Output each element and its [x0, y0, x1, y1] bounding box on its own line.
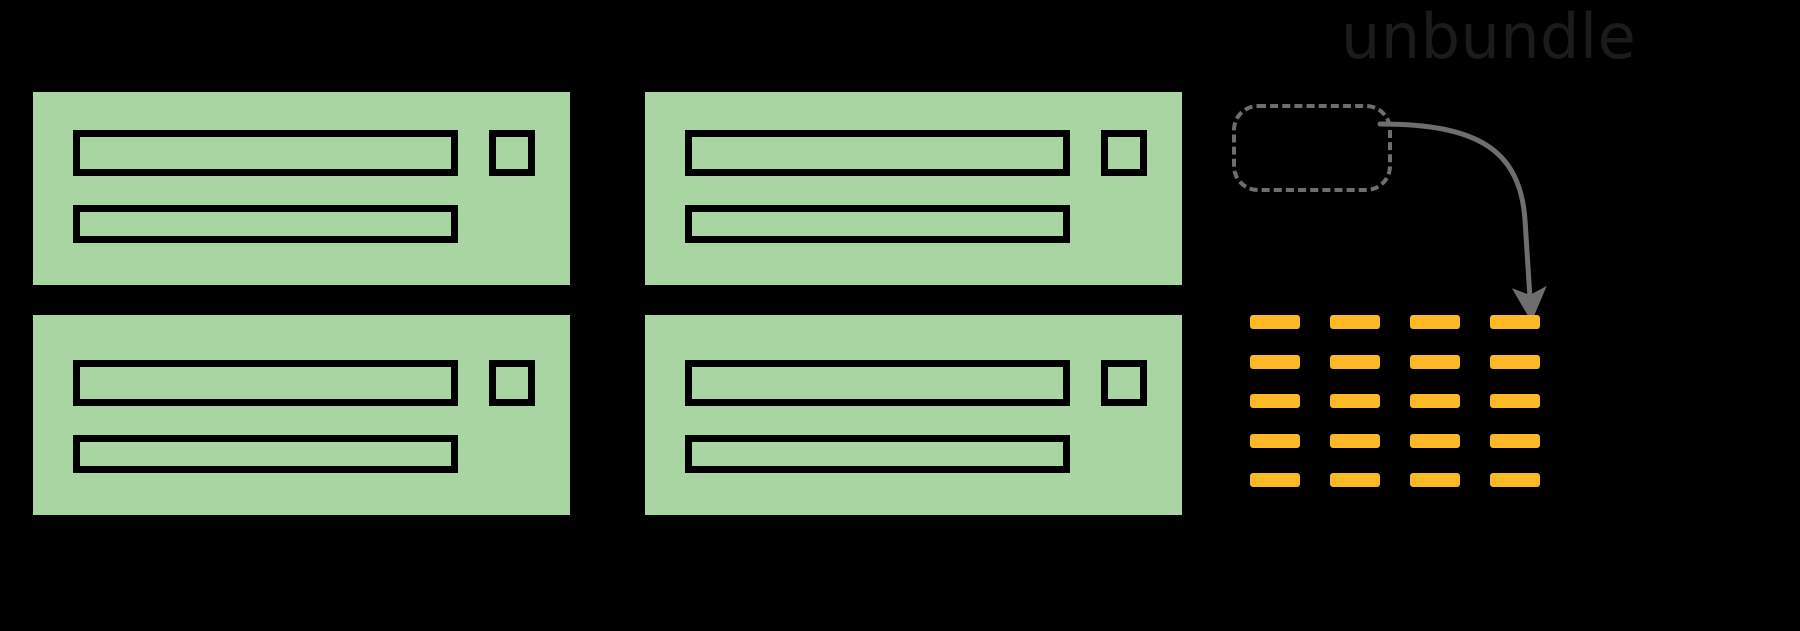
secondary-bar [685, 435, 1070, 473]
dash-cell[interactable] [1330, 473, 1380, 487]
unit-square-icon [1101, 130, 1147, 176]
primary-bar [73, 130, 458, 176]
dash-cell[interactable] [1330, 394, 1380, 408]
group-square-1-icon [1258, 126, 1310, 178]
dash-cell[interactable] [1490, 394, 1540, 408]
unbundle-label: unbundle [1341, 0, 1637, 73]
dash-cell[interactable] [1490, 315, 1540, 329]
dash-row [1250, 315, 1540, 329]
dash-cell[interactable] [1410, 434, 1460, 448]
bundled-unit-top-left[interactable] [33, 92, 570, 285]
dash-cell[interactable] [1410, 315, 1460, 329]
dash-cell[interactable] [1410, 355, 1460, 369]
dash-row [1250, 355, 1540, 369]
dash-cell[interactable] [1250, 434, 1300, 448]
bundled-unit-top-right[interactable] [645, 92, 1182, 285]
dash-cell[interactable] [1410, 473, 1460, 487]
primary-bar [685, 130, 1070, 176]
dash-row [1250, 434, 1540, 448]
secondary-bar [73, 205, 458, 243]
unbundle-flow-arrow-icon [1377, 121, 1547, 322]
dash-cell[interactable] [1250, 315, 1300, 329]
dash-cell[interactable] [1490, 473, 1540, 487]
dash-cell[interactable] [1490, 355, 1540, 369]
dash-cell[interactable] [1250, 355, 1300, 369]
unbundled-components-grid [1250, 315, 1540, 487]
dash-cell[interactable] [1490, 434, 1540, 448]
unit-square-icon [489, 360, 535, 406]
dash-row [1250, 394, 1540, 408]
dash-cell[interactable] [1330, 315, 1380, 329]
dash-cell[interactable] [1250, 473, 1300, 487]
dash-cell[interactable] [1410, 394, 1460, 408]
dash-cell[interactable] [1330, 434, 1380, 448]
dash-row [1250, 473, 1540, 487]
dash-cell[interactable] [1330, 355, 1380, 369]
primary-bar [73, 360, 458, 406]
bundled-unit-bottom-right[interactable] [645, 315, 1182, 515]
bundled-unit-bottom-left[interactable] [33, 315, 570, 515]
unbundle-selection-group[interactable] [1232, 104, 1392, 192]
unit-square-icon [489, 130, 535, 176]
unit-square-icon [1101, 360, 1147, 406]
group-square-2-icon [1322, 126, 1374, 178]
dash-cell[interactable] [1250, 394, 1300, 408]
secondary-bar [73, 435, 458, 473]
secondary-bar [685, 205, 1070, 243]
primary-bar [685, 360, 1070, 406]
